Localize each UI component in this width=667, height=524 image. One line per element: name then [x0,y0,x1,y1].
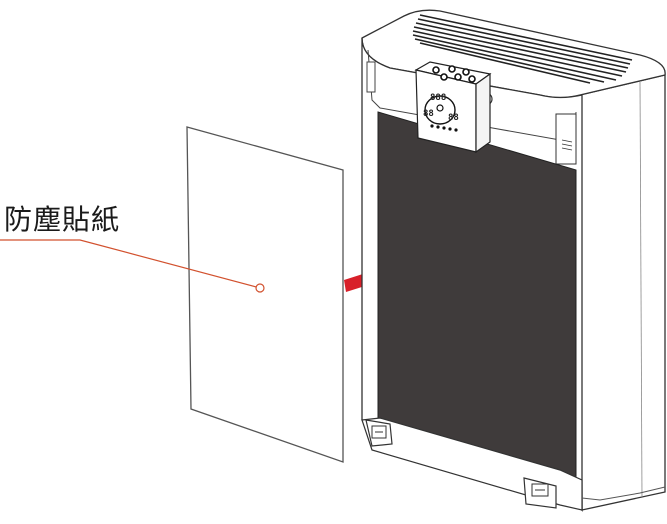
callout-leader-line [0,239,261,289]
panel-button-4 [440,73,448,81]
base-clip-right [523,477,557,509]
control-panel: 888 88 88 [414,61,492,154]
display-right-digits: 88 [448,113,459,123]
wifi-indicator-icon [436,104,444,112]
panel-button-2 [448,65,456,73]
panel-button-3 [462,68,470,76]
display-left-digits: 88 [423,109,434,119]
panel-button-1 [432,66,440,74]
dust-sticker-sheet [186,126,344,463]
callout-anchor-dot [255,283,265,293]
panel-button-5 [454,73,462,81]
air-outlet-grille [412,14,633,84]
display-top-digits: 888 [430,93,446,103]
display-ring [424,95,456,125]
dust-sticker-label: 防塵貼紙 [4,203,121,236]
panel-button-6 [468,75,476,83]
control-buttons [432,65,476,83]
base-clip-left [365,419,393,447]
air-purifier: 888 88 88 [361,9,666,513]
purifier-side-face [579,74,666,511]
